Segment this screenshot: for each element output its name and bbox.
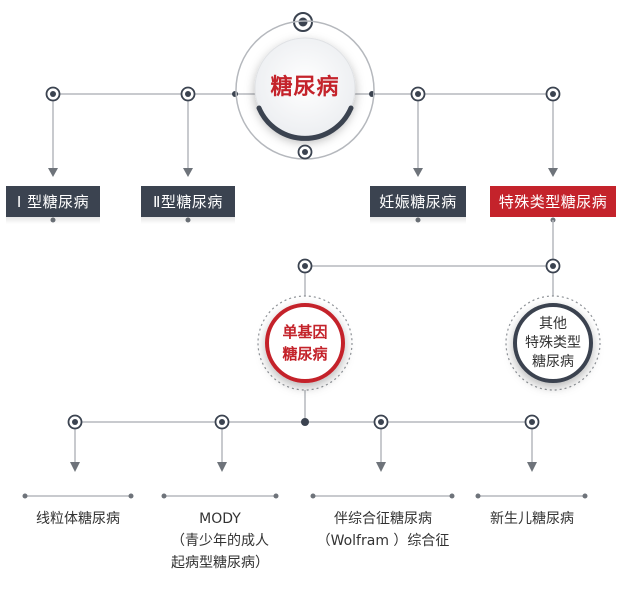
leaf-mitochondrial-diabetes: 线粒体糖尿病 <box>18 508 138 530</box>
leaf-syndromic-line1: 伴综合征糖尿病 <box>334 511 432 527</box>
leaf-syndromic-diabetes: 伴综合征糖尿病 （Wolfram ）综合征 <box>300 508 466 552</box>
leaf-mitochondrial-line1: 线粒体糖尿病 <box>36 511 120 527</box>
special-type-diabetes-node: 特殊类型糖尿病 <box>490 186 616 217</box>
gestational-diabetes-node: 妊娠糖尿病 <box>370 186 466 224</box>
other-line2: 特殊类型 <box>525 334 581 351</box>
root-node-diabetes: 糖尿病 <box>255 60 355 116</box>
leaf-mody-line2: （青少年的成人 <box>171 533 269 549</box>
leaf-syndromic-line2: （Wolfram ）综合征 <box>316 533 450 549</box>
leaf-neonatal-diabetes: 新生儿糖尿病 <box>472 508 592 530</box>
other-line3: 糖尿病 <box>532 353 574 370</box>
leaf-mody: MODY （青少年的成人 起病型糖尿病） <box>150 508 290 574</box>
type2-diabetes-node: Ⅱ型糖尿病 <box>141 186 235 224</box>
leaf-mody-line1: MODY <box>199 511 241 527</box>
monogenic-line2: 糖尿病 <box>282 345 328 363</box>
other-special-types-node: 其他 特殊类型 糖尿病 <box>515 305 591 381</box>
leaf-mody-line3: 起病型糖尿病） <box>171 555 269 571</box>
leaf-neonatal-line1: 新生儿糖尿病 <box>490 511 574 527</box>
monogenic-diabetes-node: 单基因 糖尿病 <box>267 305 343 381</box>
monogenic-line1: 单基因 <box>282 323 328 341</box>
root-label: 糖尿病 <box>270 75 340 100</box>
type1-diabetes-node: Ⅰ 型糖尿病 <box>6 186 100 224</box>
other-line1: 其他 <box>539 315 567 332</box>
